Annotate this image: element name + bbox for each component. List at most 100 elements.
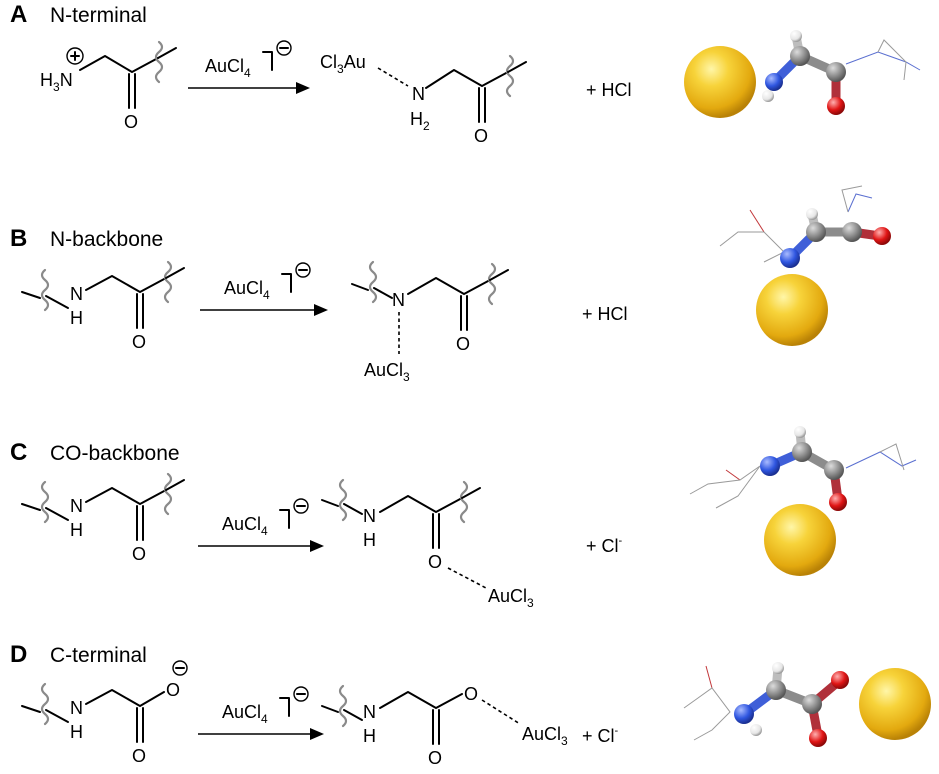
product-d-o-double: O (428, 748, 442, 768)
nitrogen-atom-icon (760, 456, 780, 476)
hydrogen-atom-icon (790, 30, 802, 42)
negative-charge-icon (293, 686, 309, 702)
negative-charge-icon (295, 262, 311, 278)
reactant-d-n-h: H (70, 722, 83, 742)
svg-text:+ Cl-: + Cl- (582, 725, 619, 746)
panel-a-byproduct: + HCl (586, 80, 632, 100)
oxygen-atom-icon (829, 493, 847, 511)
reagent-a-base: AuCl (205, 56, 244, 76)
reactant-d-o-double: O (132, 746, 146, 766)
carbon-atom-icon (842, 222, 862, 242)
reagent-d-base: AuCl (222, 702, 261, 722)
product-a-au-tail: Au (344, 52, 366, 72)
product-b-au-sub: 3 (403, 370, 410, 384)
product-a-carbonyl-o: O (474, 126, 488, 146)
panel-a-product: Cl3Au N H2 O (320, 52, 527, 146)
reagent-b-sub: 4 (263, 288, 270, 302)
wavy-bond-icon (40, 268, 50, 312)
panel-c: C CO-backbone N H O AuCl4 N (10, 426, 917, 610)
carbon-atom-icon (792, 442, 812, 462)
panel-d-letter: D (10, 641, 27, 668)
panel-c-title: CO-backbone (50, 442, 180, 465)
wavy-bond-icon (368, 260, 378, 304)
coordination-bond (377, 67, 409, 87)
product-c-au-sub: 3 (527, 596, 534, 610)
carbon-atom-icon (802, 694, 822, 714)
wavy-bond-icon (163, 472, 173, 516)
svg-text:AuCl3: AuCl3 (522, 724, 568, 748)
panel-a-letter: A (10, 1, 27, 28)
panel-c-byproduct: + Cl (586, 536, 619, 556)
gold-atom-icon (684, 46, 756, 118)
product-d-n-atom: N (363, 702, 376, 722)
wavy-bond-icon (459, 480, 469, 524)
panel-b-product: N AuCl3 O (351, 260, 509, 384)
gold-atom-icon (756, 274, 828, 346)
carbon-atom-icon (790, 46, 810, 66)
panel-d-arrow: AuCl4 (198, 686, 324, 740)
svg-text:AuCl4: AuCl4 (224, 278, 270, 302)
coordination-bond (481, 699, 521, 725)
panel-a: A N-terminal H3N O AuCl4 Cl3Au N (10, 1, 921, 146)
product-a-n-h: H (410, 109, 423, 129)
reactant-c-n-atom: N (70, 496, 83, 516)
panel-d-title: C-terminal (50, 644, 147, 667)
reactant-b-carbonyl-o: O (132, 332, 146, 352)
product-a-au-sub: 3 (337, 62, 344, 76)
reactant-b-n-atom: N (70, 284, 83, 304)
oxygen-atom-icon (831, 671, 849, 689)
svg-text:AuCl3: AuCl3 (488, 586, 534, 610)
panel-a-3d-model (684, 30, 921, 118)
hydrogen-atom-icon (772, 662, 784, 674)
panel-c-letter: C (10, 439, 27, 466)
wavy-bond-icon (163, 260, 173, 304)
carbon-atom-icon (824, 460, 844, 480)
reactant-b-n-h: H (70, 308, 83, 328)
reactant-d-o-single: O (166, 680, 180, 700)
panel-b-letter: B (10, 225, 27, 252)
product-d-n-h: H (363, 726, 376, 746)
product-c-au-base: AuCl (488, 586, 527, 606)
panel-b-reactant: N H O (21, 260, 185, 352)
oxygen-atom-icon (827, 97, 845, 115)
carbon-atom-icon (806, 222, 826, 242)
product-c-carbonyl-o: O (428, 552, 442, 572)
reactant-d-n-atom: N (70, 698, 83, 718)
svg-text:Cl3Au: Cl3Au (320, 52, 366, 76)
panel-d-3d-model (683, 662, 931, 747)
product-c-n-atom: N (363, 506, 376, 526)
panel-b-byproduct: + HCl (582, 304, 628, 324)
panel-c-3d-model (689, 426, 917, 576)
panel-c-product: N H O AuCl3 (321, 478, 534, 610)
panel-b: B N-backbone N H O AuCl4 N (10, 185, 891, 384)
product-b-carbonyl-o: O (456, 334, 470, 354)
reactant-a-amine-atom: N (60, 70, 73, 90)
svg-text:+ Cl-: + Cl- (586, 535, 623, 556)
panel-b-title: N-backbone (50, 228, 163, 251)
panel-d-product: N H O AuCl3 O (321, 684, 568, 768)
wavy-bond-icon (338, 684, 348, 728)
reagent-c-base: AuCl (222, 514, 261, 534)
negative-charge-icon (276, 40, 292, 56)
wavy-bond-icon (487, 262, 497, 306)
panel-a-reactant: H3N O (40, 40, 177, 132)
product-b-n-atom: N (392, 290, 405, 310)
wavy-bond-icon (40, 480, 50, 524)
svg-text:AuCl4: AuCl4 (222, 702, 268, 726)
panel-c-reactant: N H O (21, 472, 185, 564)
panel-b-arrow: AuCl4 (200, 262, 328, 316)
nitrogen-atom-icon (734, 704, 754, 724)
reactant-a-amine-sub: 3 (53, 80, 60, 94)
reactant-c-n-h: H (70, 520, 83, 540)
carbon-atom-icon (766, 680, 786, 700)
reagent-a-sub: 4 (244, 66, 251, 80)
product-a-n-h-sub: 2 (423, 119, 430, 133)
svg-text:H3N: H3N (40, 70, 73, 94)
product-a-au-group: Cl (320, 52, 337, 72)
oxygen-atom-icon (809, 729, 827, 747)
reagent-c-sub: 4 (261, 524, 268, 538)
wavy-bond-icon (154, 40, 164, 84)
oxygen-atom-icon (873, 227, 891, 245)
negative-charge-icon (293, 498, 309, 514)
